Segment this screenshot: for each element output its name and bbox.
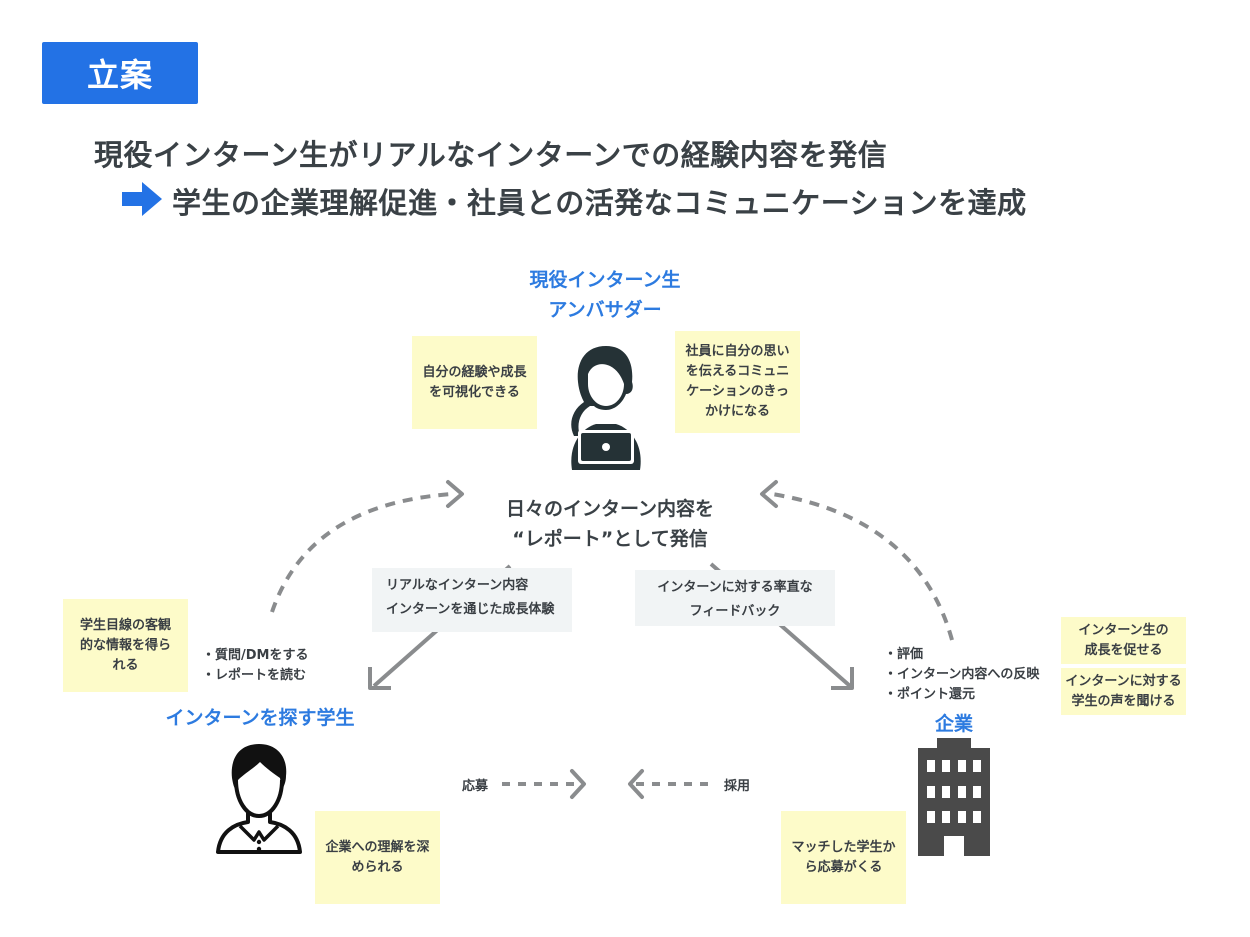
- note-ambassador-right: 社員に自分の思いを伝えるコミュニケーションのきっかけになる: [675, 331, 800, 433]
- flow-note-left: リアルなインターン内容 インターンを通じた成長体験: [372, 568, 572, 632]
- ambassador-title: 現役インターン生 アンバサダー: [505, 265, 705, 325]
- note-text: インターン生の成長を促せる: [1078, 622, 1169, 658]
- note-student-bottom: 企業への理解を深められる: [315, 811, 440, 904]
- company-title: 企業: [934, 713, 973, 735]
- note-text: マッチした学生から応募がくる: [791, 839, 896, 875]
- woman-laptop-icon: [571, 346, 641, 470]
- dashed-arrow-hire: [628, 769, 712, 799]
- badge-label: 立案: [86, 56, 153, 94]
- note-company-top: インターン生の成長を促せる: [1061, 617, 1186, 664]
- student-action-item: ・質問/DMをする: [202, 648, 309, 663]
- building-icon: [918, 738, 990, 856]
- headline: 現役インターン生がリアルなインターンでの経験内容を発信: [94, 138, 888, 172]
- company-actions: ・評価 ・インターン内容への反映 ・ポイント還元: [884, 645, 1039, 705]
- company-action-item: ・ポイント還元: [884, 687, 976, 702]
- dashed-arrow-company-to-ambassador: [760, 480, 954, 641]
- ambassador-title-line1: 現役インターン生: [529, 269, 681, 291]
- center-statement: 日々のインターン内容を “レポート”として発信: [470, 494, 750, 554]
- apply-label: 応募: [462, 779, 489, 794]
- note-text: インターンに対する学生の声を聞ける: [1065, 673, 1182, 709]
- company-action-item: ・インターン内容への反映: [884, 667, 1040, 682]
- arrow-right-icon: [122, 182, 162, 216]
- student-actions: ・質問/DMをする ・レポートを読む: [202, 646, 308, 686]
- dashed-arrow-apply: [502, 769, 586, 799]
- student-title: インターンを探す学生: [165, 707, 355, 729]
- center-line1: 日々のインターン内容を: [505, 498, 715, 520]
- student-icon: [216, 744, 302, 854]
- flow-left-line1: リアルなインターン内容: [386, 578, 529, 593]
- note-text: 学生目線の客観的な情報を得られる: [79, 617, 171, 673]
- subheadline: 学生の企業理解促進・社員との活発なコミュニケーションを達成: [172, 186, 1027, 220]
- note-text: 自分の経験や成長を可視化できる: [422, 364, 527, 400]
- student-action-item: ・レポートを読む: [202, 668, 307, 683]
- dashed-arrow-student-to-ambassador: [270, 480, 464, 613]
- hire-label: 採用: [724, 779, 751, 794]
- note-text: 社員に自分の思いを伝えるコミュニケーションのきっかけになる: [685, 344, 790, 419]
- flow-right-line2: フィードバック: [689, 604, 781, 619]
- center-line2: “レポート”として発信: [512, 528, 708, 550]
- ambassador-title-line2: アンバサダー: [548, 299, 662, 321]
- note-student-left: 学生目線の客観的な情報を得られる: [63, 599, 188, 692]
- company-action-item: ・評価: [884, 647, 924, 662]
- note-text: 企業への理解を深められる: [325, 839, 430, 875]
- note-ambassador-left: 自分の経験や成長を可視化できる: [412, 336, 537, 429]
- flow-note-right: インターンに対する率直な フィードバック: [635, 570, 835, 626]
- note-company-bottom: マッチした学生から応募がくる: [781, 811, 906, 904]
- flow-left-line2: インターンを通じた成長体験: [386, 602, 555, 617]
- note-company-middle: インターンに対する学生の声を聞ける: [1061, 668, 1186, 715]
- flow-right-line1: インターンに対する率直な: [657, 580, 813, 595]
- section-badge: 立案: [42, 42, 198, 104]
